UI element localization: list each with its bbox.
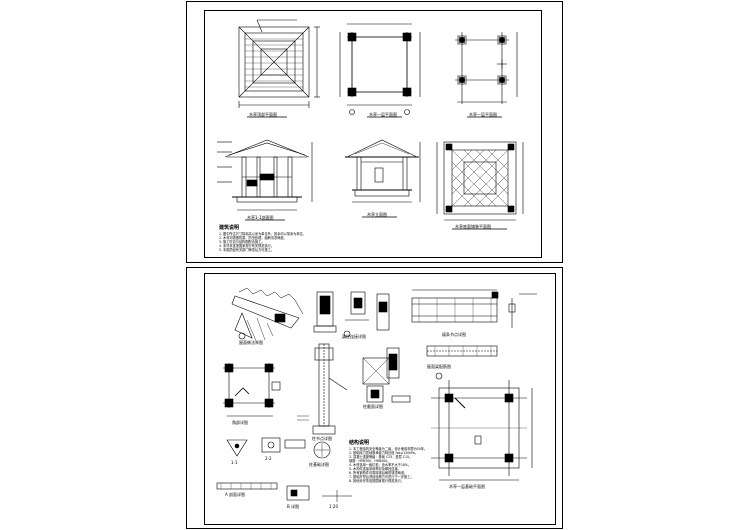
sheet-2-note-8: 7. 基础开挖后须经验槽方可进行下一步施工。	[349, 475, 414, 479]
paving-plan-drawing	[436, 141, 524, 221]
sheet-2-note-3: 3. 混凝土强度等级：基础 C25，垫层 C15。	[349, 455, 413, 459]
foundation-plan-2-drawing	[431, 372, 533, 481]
caption-section: 木亭1-1剖面图	[247, 215, 274, 220]
bottom-details	[216, 437, 352, 502]
column-vertical-detail	[297, 343, 348, 435]
column-section-drawing	[343, 291, 390, 338]
sheet-2-note-1: 1. 本工程结构安全等级为二级，设计使用年限为50年。	[349, 447, 428, 451]
sheet-1-note-2: 2. 木材均需做防腐、防虫处理，面刷清漆两道。	[219, 236, 287, 240]
caption-detail-c: 1:20	[329, 504, 338, 509]
sheet-2-note-7: 6. 所有钢构件均需除锈后刷防锈漆两道。	[349, 471, 408, 475]
section-drawing	[217, 139, 313, 211]
caption-beam-elev: 屋面梁配筋图	[427, 364, 451, 369]
sheet-1-note-4: 4. 未尽事宜按国家现行有关规范执行。	[219, 244, 275, 248]
sheet-1-note-3: 3. 施工时应与结构图配合施工。	[219, 240, 265, 244]
sheet-2-note-5: 4. 木材选用一级红松，含水率不大于18%。	[349, 463, 412, 467]
roof-plan-drawing	[238, 19, 320, 108]
caption-purlin: 檩条节点详图	[442, 332, 466, 337]
sheet-2-notes-title: 结构说明	[349, 440, 370, 446]
sheet-2-note-4: 钢筋：HPB300，HRB400。	[349, 459, 391, 463]
caption-foundation-plan: 木亭一层平面图	[469, 112, 497, 117]
caption-base-detail: 柱基础详图	[309, 462, 329, 467]
caption-paving: 木亭底面铺装平面图	[455, 224, 491, 229]
sheet-2-note-9: 8. 其他未尽事宜按国家现行规范执行。	[349, 479, 405, 483]
beam-column-detail	[386, 345, 498, 379]
caption-detail-b: B 详图	[287, 504, 300, 509]
sheet-2-note-2: 2. 基础持力层地基承载力特征值 fak≥120kPa。	[349, 451, 418, 455]
sheet-1-frame	[204, 10, 542, 258]
sheet-1-note-1: 1. 图中所注尺寸除标高以米为单位外，其余均以毫米为单位。	[219, 232, 306, 236]
roof-detail-drawing	[231, 287, 304, 344]
drawing-sheet-2: 屋面做法详图 梁柱连接详图 檩条节点详图 屋面梁配筋图 角部详图 柱节点详图 柱…	[186, 267, 563, 529]
foundation-plan-drawing	[455, 32, 518, 104]
caption-column-section: 柱截面详图	[363, 404, 383, 409]
caption-detail-a: A 剖面详图	[225, 492, 246, 497]
caption-foundation-plan-2: 木亭一层基础平面图	[449, 484, 485, 489]
caption-corner: 角部详图	[232, 420, 248, 425]
node-details	[362, 357, 411, 403]
caption-node-b: 2-2	[265, 456, 272, 461]
caption-roof-plan: 木亭顶部平面图	[249, 112, 277, 117]
sheet-1-note-5: 5. 本图须经有关部门审查后方可施工。	[219, 248, 275, 252]
corner-plan-drawing	[223, 363, 281, 417]
caption-node-a: 1-1	[231, 460, 238, 465]
drawing-sheet-1: 木亭顶部平面图 木亭一层平面图 木亭一层平面图 木亭1-1剖面图 木亭立面图 木…	[186, 1, 563, 263]
profile-detail	[313, 291, 337, 333]
caption-column-joint: 柱节点详图	[312, 436, 332, 441]
caption-beam-detail: 梁柱连接详图	[342, 334, 366, 339]
sheet-1-notes-title: 建筑说明	[219, 225, 240, 231]
caption-elevation: 木亭立面图	[367, 212, 387, 217]
column-plan-drawing	[339, 23, 421, 115]
sheet-2-frame	[204, 273, 556, 525]
sheet-2-drawings	[216, 287, 537, 502]
beam-elevation-drawing	[411, 289, 537, 328]
caption-column-plan: 木亭一层平面图	[369, 112, 397, 117]
caption-roof-detail: 屋面做法详图	[239, 340, 263, 345]
elevation-drawing	[345, 139, 421, 203]
sheet-2-note-6: 5. 木构件连接采用榫卯及螺栓连接。	[349, 467, 401, 471]
sheet-1-drawings	[217, 19, 524, 230]
